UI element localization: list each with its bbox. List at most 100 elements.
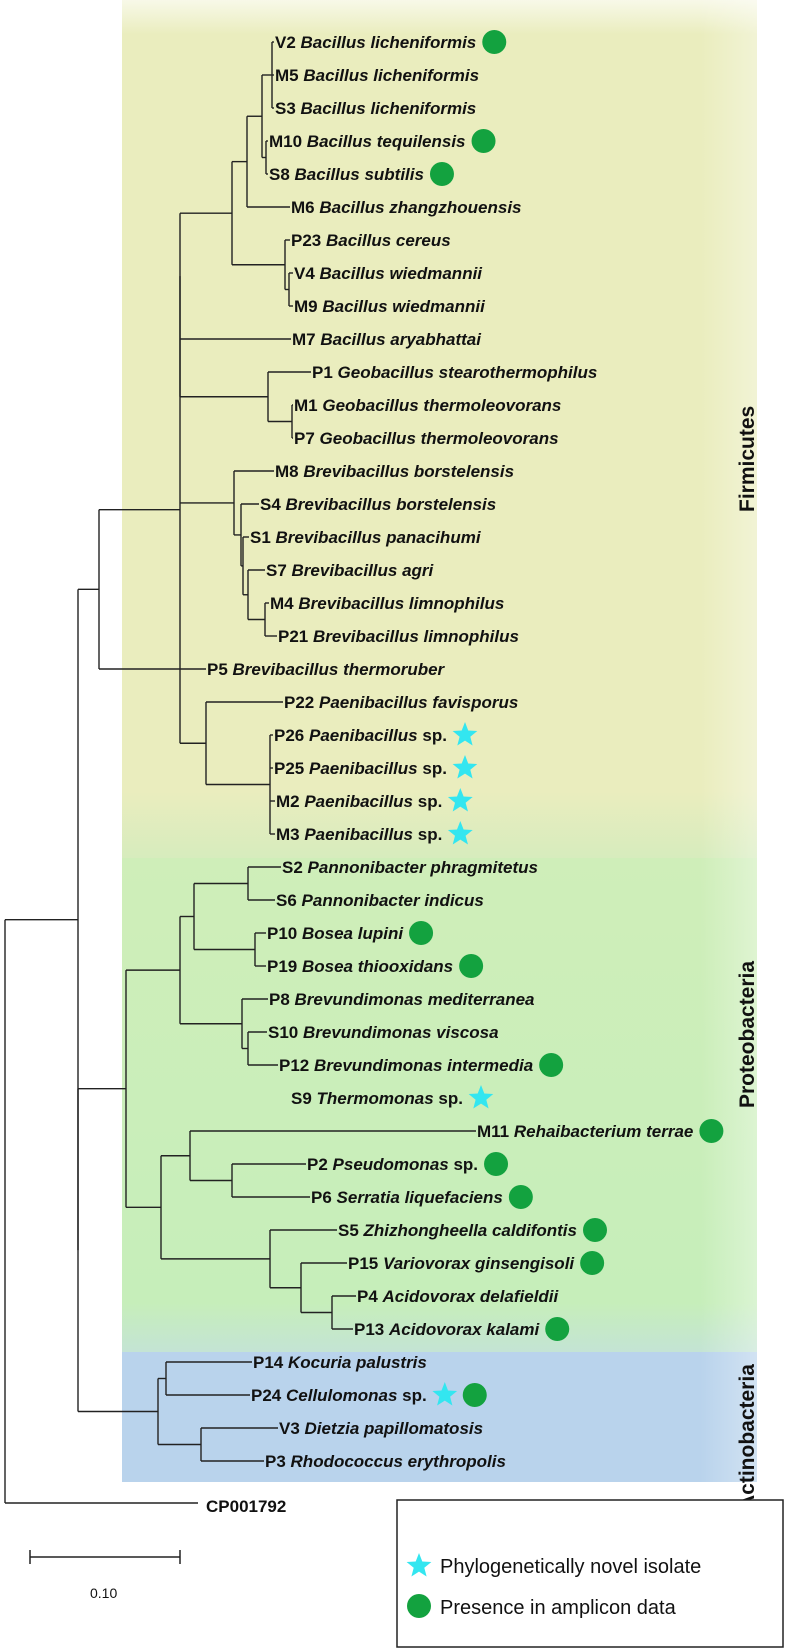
taxon-name: Paenibacillus — [309, 726, 418, 745]
taxon-label: M8 Brevibacillus borstelensis — [275, 462, 514, 481]
taxon-code: S10 — [268, 1023, 303, 1042]
circle-icon — [409, 921, 434, 945]
taxon-code: M4 — [270, 594, 298, 613]
taxon-code: S5 — [338, 1221, 364, 1240]
proteobacteria-band — [122, 858, 757, 1352]
legend-amplicon-label: Presence in amplicon data — [440, 1597, 677, 1619]
circle-icon — [583, 1218, 607, 1242]
star-icon — [447, 821, 473, 845]
taxon-label: M4 Brevibacillus limnophilus — [270, 594, 504, 613]
taxon-code: M2 — [276, 792, 304, 811]
taxon-name: Paenibacillus — [304, 792, 413, 811]
taxon-label: M10 Bacillus tequilensis — [269, 132, 466, 151]
circle-icon — [539, 1053, 564, 1077]
taxon-name: Bacillus licheniformis — [303, 66, 479, 85]
circle-icon — [429, 162, 454, 186]
taxon-name: Paenibacillus — [309, 759, 418, 778]
taxon-name: Bacillus cereus — [326, 231, 451, 250]
circle-icon — [508, 1185, 533, 1209]
taxon-name: Bacillus tequilensis — [307, 132, 466, 151]
taxon-name: Geobacillus thermoleovorans — [322, 396, 561, 415]
taxon-code: S9 — [291, 1089, 317, 1108]
taxon-label: P21 Brevibacillus limnophilus — [278, 627, 519, 646]
taxon-label: M11 Rehaibacterium terrae — [477, 1122, 693, 1141]
taxon-code: P24 — [251, 1386, 286, 1405]
taxon-code: P13 — [354, 1320, 389, 1339]
taxon-label: P4 Acidovorax delafieldii — [357, 1287, 560, 1306]
taxon-code: S1 — [250, 528, 276, 547]
taxon-code: S3 — [275, 99, 301, 118]
legend-box — [396, 1499, 784, 1648]
taxon-name: Rehaibacterium terrae — [514, 1122, 694, 1141]
taxon-name: Bacillus zhangzhouensis — [319, 198, 521, 217]
taxon-label: V2 Bacillus licheniformis — [275, 33, 476, 52]
circle-icon — [545, 1317, 570, 1341]
firmicutes-label: Firmicutes — [736, 406, 759, 512]
taxon-label: P12 Brevundimonas intermedia — [279, 1056, 533, 1075]
taxon-label: M3 Paenibacillus sp. — [276, 825, 442, 844]
taxon-code: P15 — [348, 1254, 383, 1273]
taxon-name: Brevundimonas viscosa — [303, 1023, 499, 1042]
outgroup-label: CP001792 — [206, 1497, 286, 1516]
band-right-fade — [700, 0, 757, 1482]
taxon-name: Brevibacillus agri — [292, 561, 435, 580]
taxon-code: P7 — [294, 429, 320, 448]
taxon-code: M9 — [294, 297, 322, 316]
taxon-label: V4 Bacillus wiedmannii — [294, 264, 483, 283]
taxon-name: Bacillus licheniformis — [301, 33, 477, 52]
taxon-code: P25 — [274, 759, 309, 778]
taxon-name: Rhodococcus erythropolis — [291, 1452, 506, 1471]
taxon-code: M5 — [275, 66, 303, 85]
taxon-name: Bacillus licheniformis — [301, 99, 477, 118]
taxon-name: Pannonibacter indicus — [302, 891, 484, 910]
taxon-name: Bacillus wiedmannii — [320, 264, 484, 283]
taxon-label: S2 Pannonibacter phragmitetus — [282, 858, 538, 877]
taxon-sp: sp. — [413, 825, 442, 844]
taxon-name: Acidovorax kalami — [388, 1320, 541, 1339]
circle-icon — [407, 1594, 431, 1618]
taxon-name: Variovorax ginsengisoli — [383, 1254, 575, 1273]
taxon-code: P19 — [267, 957, 302, 976]
taxon-name: Brevibacillus limnophilus — [313, 627, 519, 646]
taxon-name: Brevibacillus panacihumi — [276, 528, 482, 547]
taxon-label: P10 Bosea lupini — [267, 924, 404, 943]
taxon-name: Acidovorax delafieldii — [382, 1287, 560, 1306]
taxon-name: Bosea thiooxidans — [302, 957, 453, 976]
taxon-code: V2 — [275, 33, 301, 52]
taxon-label: M2 Paenibacillus sp. — [276, 792, 442, 811]
taxon-sp: sp. — [449, 1155, 478, 1174]
taxon-sp: sp. — [434, 1089, 463, 1108]
taxon-name: Bosea lupini — [302, 924, 404, 943]
taxon-code: S7 — [266, 561, 292, 580]
taxon-label: P14 Kocuria palustris — [253, 1353, 427, 1372]
taxon-label: M6 Bacillus zhangzhouensis — [291, 198, 522, 217]
taxon-label: M1 Geobacillus thermoleovorans — [294, 396, 561, 415]
taxon-name: Geobacillus thermoleovorans — [320, 429, 559, 448]
scale-bar: 0.10 — [29, 1550, 181, 1601]
taxon-code: P12 — [279, 1056, 314, 1075]
taxon-code: P26 — [274, 726, 309, 745]
circle-icon — [459, 954, 484, 978]
taxon-name: Brevibacillus borstelensis — [303, 462, 514, 481]
circle-icon — [471, 129, 496, 153]
taxon-label: P23 Bacillus cereus — [291, 231, 451, 250]
taxon-name: Thermomonas — [317, 1089, 434, 1108]
taxon-sp: sp. — [413, 792, 442, 811]
taxon-name: Brevibacillus borstelensis — [286, 495, 497, 514]
taxon-label: P22 Paenibacillus favisporus — [284, 693, 518, 712]
circle-icon — [484, 1152, 509, 1176]
taxon-label: P24 Cellulomonas sp. — [251, 1386, 427, 1405]
tree-branches — [4, 41, 476, 1504]
taxon-label: P7 Geobacillus thermoleovorans — [294, 429, 559, 448]
circle-icon — [462, 1383, 487, 1407]
taxon-label: P5 Brevibacillus thermoruber — [207, 660, 446, 679]
taxon-label: P1 Geobacillus stearothermophilus — [312, 363, 597, 382]
taxon-label: P8 Brevundimonas mediterranea — [269, 990, 535, 1009]
taxon-code: P8 — [269, 990, 295, 1009]
taxon-name: Zhizhongheella caldifontis — [363, 1221, 577, 1240]
taxon-name: Cellulomonas — [286, 1386, 397, 1405]
taxon-code: M11 — [477, 1122, 514, 1141]
taxon-code: M6 — [291, 198, 319, 217]
